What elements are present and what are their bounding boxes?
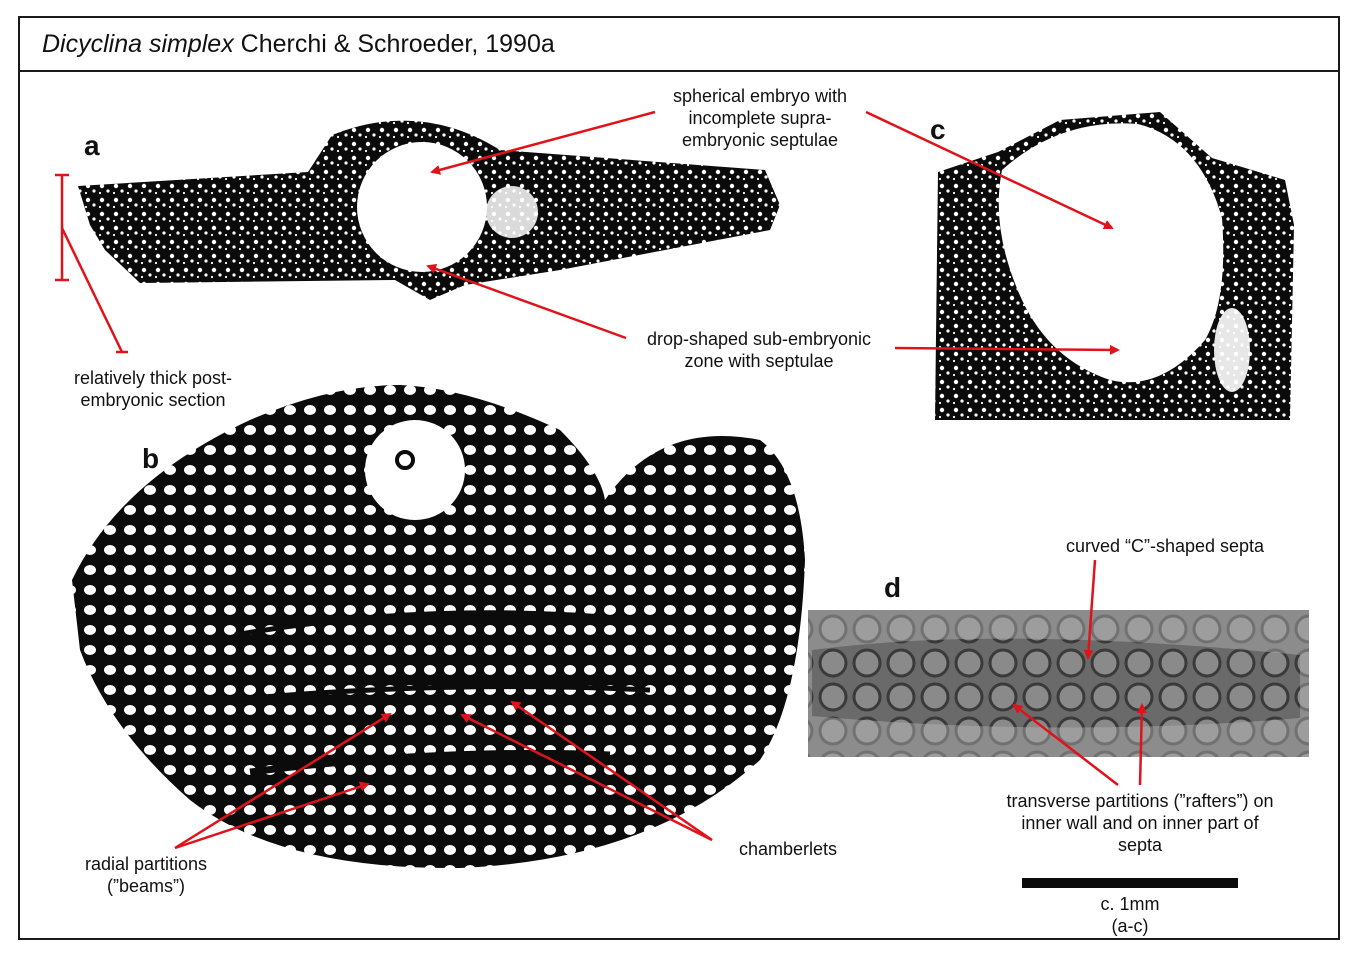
arrow-chamberlets-2 [510,700,713,842]
panel-label-a: a [84,130,100,161]
label-spherical-embryo: spherical embryo with incomplete supra- … [672,86,848,150]
panel-label-d: d [884,572,902,603]
scale-bar-label: c. 1mm (a-c) [1100,894,1160,936]
arrow-beams-2 [174,781,370,850]
spherical-embryo-c [998,123,1224,383]
arrow-curved-septa [1083,559,1097,660]
arrow-rafters-2 [1136,703,1147,786]
arrow-beams-1 [174,712,392,850]
specimen-b [72,385,805,869]
label-post-embryonic: relatively thick post- embryonic section [73,368,233,410]
annotation-arrows [174,110,1147,850]
arrow-rafters-1 [1012,703,1119,786]
arrow-embryo-a [430,110,656,175]
title-bar: Dicyclina simplex Cherchi & Schroeder, 1… [20,18,1338,72]
spherical-embryo-a [357,142,487,272]
specimen-d [808,610,1309,757]
species-authority: Cherchi & Schroeder, 1990a [233,30,555,58]
arrow-subembryonic-a [426,264,627,340]
label-chamberlets: chamberlets [738,839,838,859]
panel-label-b: b [142,443,160,474]
scale-bar [1022,878,1238,888]
arrow-subembryonic-c [894,344,1120,355]
label-drop-shaped: drop-shaped sub-embryonic zone with sept… [646,329,872,371]
arrow-chamberlets-1 [460,713,713,842]
arrow-embryo-c [865,110,1114,230]
species-name: Dicyclina simplex [42,30,234,58]
label-curved-septa: curved “C”-shaped septa [1065,536,1265,556]
embryo-b [365,420,465,520]
figure-title: Dicyclina simplex Cherchi & Schroeder, 1… [42,30,555,59]
specimen-c [935,112,1294,420]
specimen-a [78,120,780,301]
panel-label-c: c [930,114,946,145]
label-transverse-partitions: transverse partitions (”rafters”) on inn… [1006,791,1274,855]
thickness-bracket [55,173,128,354]
figure-frame: Dicyclina simplex Cherchi & Schroeder, 1… [18,16,1340,940]
label-radial-partitions: radial partitions (”beams”) [84,854,208,896]
